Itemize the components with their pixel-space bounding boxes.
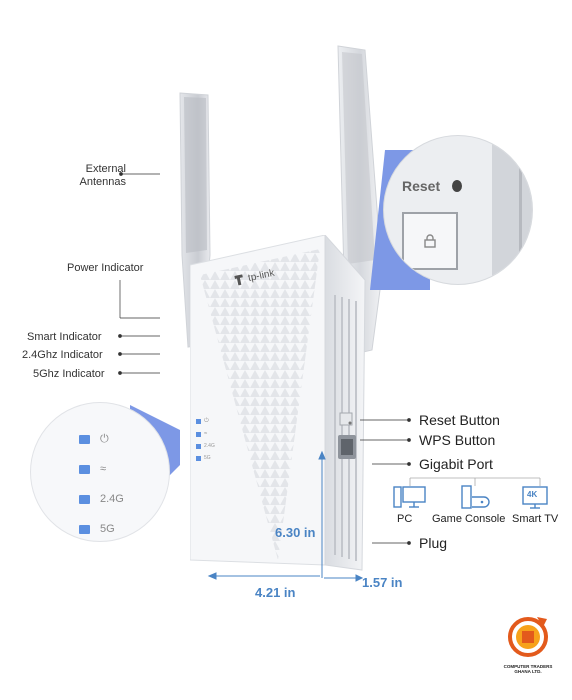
width-dimension: 4.21 in [255, 585, 296, 600]
device-led-power [196, 419, 201, 424]
device-led-5 [196, 455, 201, 461]
power-icon: ⏻ [204, 418, 209, 424]
reset-zoom-circle: Reset [383, 135, 533, 285]
game-console-icon [461, 485, 490, 509]
external-antennas-label: External Antennas [80, 163, 126, 189]
zoom-wifi-icon: ≈ [100, 463, 107, 475]
indicator-5-label: 5Ghz Indicator [33, 368, 105, 380]
extender-body [190, 235, 366, 571]
reset-zoom-side [492, 136, 532, 284]
external-antennas-line1: External [85, 163, 126, 175]
reset-pinhole [452, 180, 462, 192]
device-led-24-text: 2.4G [204, 443, 215, 449]
zoom-led-power-row: ⏻ [79, 433, 109, 446]
company-logo-icon [508, 617, 548, 657]
power-indicator-label: Power Indicator [67, 262, 144, 274]
reset-zoom-ridge [519, 136, 522, 284]
zoom-power-icon: ⏻ [100, 433, 109, 445]
device-led-smart [196, 431, 201, 437]
brand-logo: tp-link [232, 266, 276, 288]
led-zoom-circle: ⏻ ≈ 2.4G 5G [30, 402, 170, 542]
zoom-led-24-row: 2.4G [79, 493, 124, 505]
wps-button-label: WPS Button [419, 432, 496, 448]
zoom-led-smart-row: ≈ [79, 463, 106, 475]
device-led-24 [196, 443, 201, 449]
device-game-console [458, 485, 492, 516]
wps-button-detail [402, 212, 458, 270]
zoom-led-24-text: 2.4G [100, 493, 124, 505]
company-logo: COMPUTER TRADERS GHANA LTD. [498, 615, 558, 674]
company-logo-line1: COMPUTER TRADERS [503, 664, 553, 669]
device-pc [393, 485, 427, 516]
depth-dimension: 1.57 in [362, 575, 403, 590]
smart-indicator-label: Smart Indicator [27, 331, 102, 343]
device-led-stack: ⏻ ≈ 2.4G 5G [196, 418, 215, 461]
device-led-5-text: 5G [204, 455, 211, 461]
device-smart-tv: 4K [521, 485, 551, 516]
indicator-24-label: 2.4Ghz Indicator [22, 349, 103, 361]
lock-icon [424, 234, 436, 248]
reset-button-label: Reset Button [419, 412, 500, 428]
zoom-led-5 [79, 524, 90, 534]
device-game-console-label: Game Console [432, 513, 506, 525]
zoom-led-5-text: 5G [100, 523, 115, 535]
zoom-led-smart [79, 464, 90, 474]
wifi-icon: ≈ [204, 431, 208, 437]
zoom-led-24 [79, 494, 90, 504]
reset-label: Reset [402, 178, 441, 194]
plug-label: Plug [419, 535, 448, 551]
smart-tv-icon [522, 486, 548, 509]
device-pc-label: PC [397, 513, 413, 525]
tv-4k-badge: 4K [527, 490, 538, 499]
device-smart-tv-label: Smart TV [512, 513, 559, 525]
external-antennas-line2: Antennas [79, 176, 126, 188]
zoom-led-5-row: 5G [79, 523, 115, 535]
company-logo-line2: GHANA LTD. [514, 669, 542, 674]
tplink-icon [234, 274, 243, 286]
gigabit-port-label: Gigabit Port [419, 456, 493, 472]
zoom-led-power [79, 435, 90, 444]
pc-icon [393, 486, 426, 508]
height-dimension: 6.30 in [275, 525, 316, 540]
